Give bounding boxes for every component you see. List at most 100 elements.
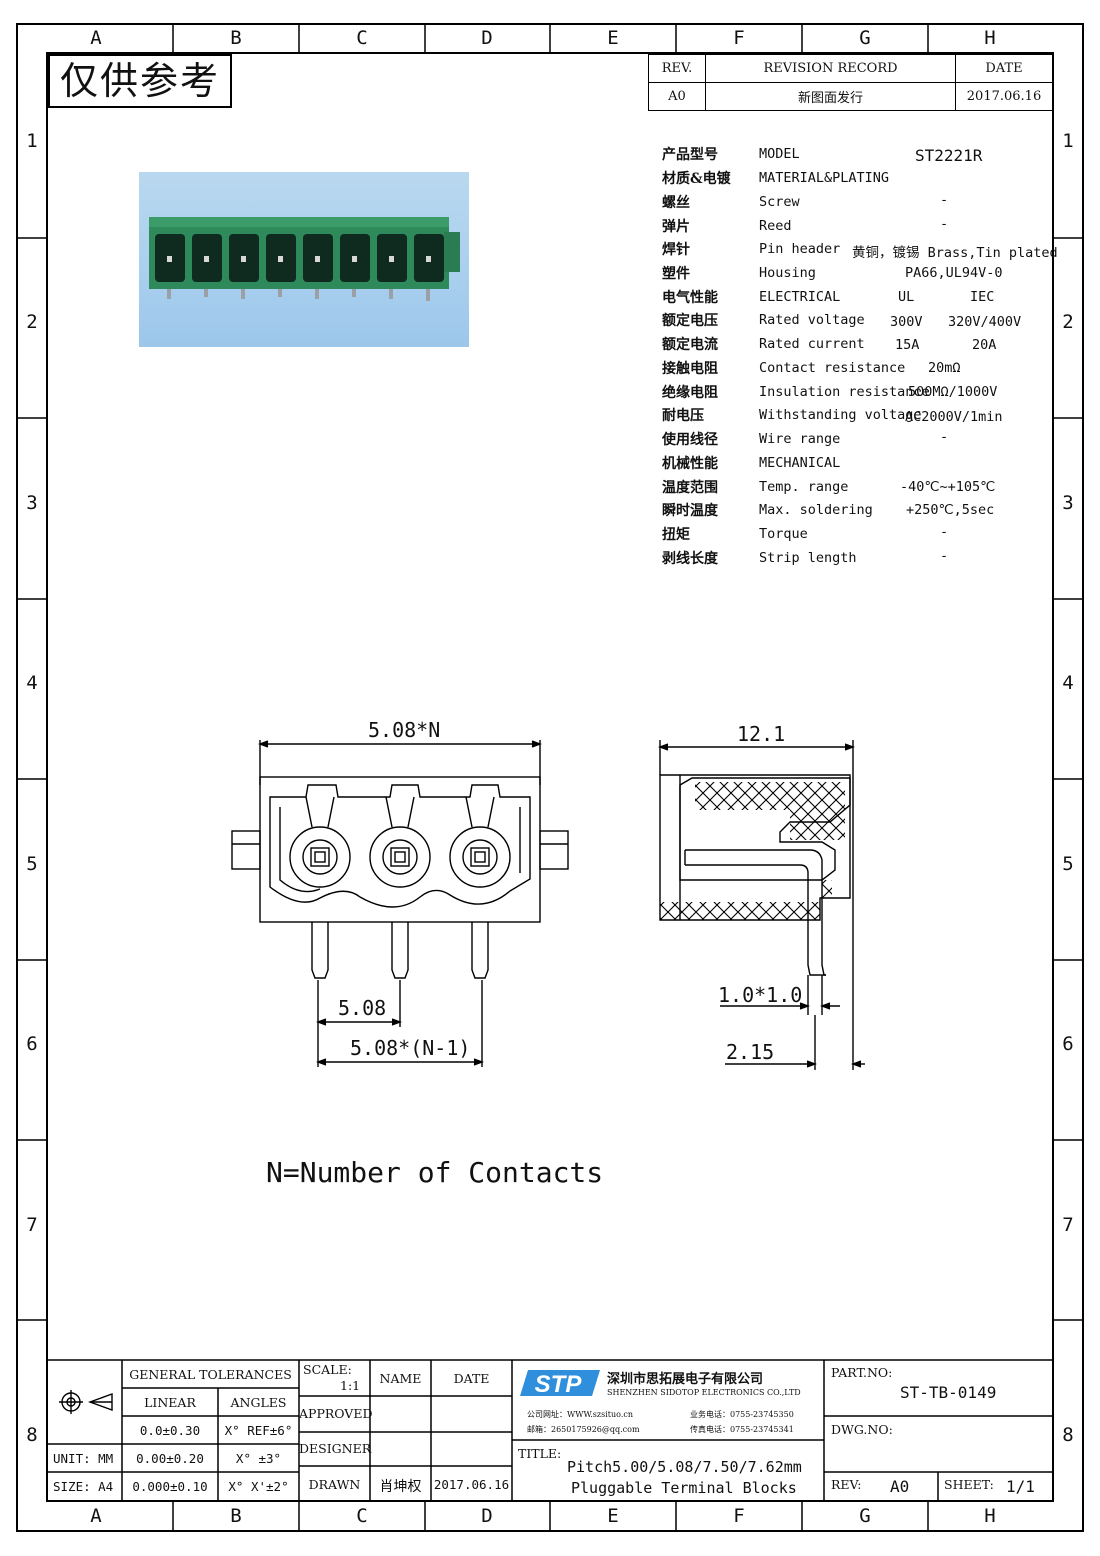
spec-label-en: Screw — [759, 194, 800, 210]
spec-label-cn: 电气性能 — [662, 290, 718, 306]
date-header: DATE — [453, 1371, 490, 1386]
spec-value-2: 20A — [972, 337, 997, 353]
spec-label-en: MECHANICAL — [759, 455, 841, 471]
spec-label-en: Rated current — [759, 336, 865, 352]
rev-value: A0 — [890, 1477, 910, 1496]
spec-label-en: Contact resistance — [759, 360, 906, 376]
spec-label-cn: 焊针 — [662, 242, 690, 258]
spec-value: ST2221R — [915, 146, 983, 165]
spec-label-cn: 弹片 — [662, 219, 690, 235]
revision-table: REV. REVISION RECORD DATE A0 新图面发行 2017.… — [648, 54, 1053, 111]
spec-label-cn: 额定电流 — [662, 337, 718, 353]
spec-label-cn: 剥线长度 — [662, 551, 718, 567]
zone-col-e-bottom: E — [607, 1505, 619, 1527]
size-label: SIZE: A4 — [53, 1479, 114, 1494]
company-phone: 业务电话：0755-23745350 — [690, 1410, 794, 1419]
spec-value: - — [940, 192, 949, 208]
spec-value: +250℃,5sec — [906, 502, 995, 518]
spec-label-en: Insulation resistance — [759, 384, 930, 400]
spec-value: 20mΩ — [928, 360, 961, 376]
tol-angle-3: X° X'±2° — [228, 1479, 289, 1494]
reference-only-stamp: 仅供参考 — [48, 54, 232, 108]
spec-label-cn: 瞬时温度 — [662, 503, 718, 519]
dim-pin-section: 1.0*1.0 — [718, 983, 803, 1007]
company-name-en: SHENZHEN SIDOTOP ELECTRONICS CO.,LTD — [607, 1388, 801, 1397]
zone-col-f: F — [733, 27, 745, 49]
zone-row-6-right: 6 — [1062, 1033, 1074, 1055]
contacts-note: N=Number of Contacts — [266, 1156, 604, 1189]
zone-col-c: C — [356, 27, 368, 49]
spec-value-2: 320V/400V — [948, 314, 1022, 330]
zone-row-8: 8 — [26, 1424, 38, 1446]
spec-label-en: Max. soldering — [759, 502, 873, 518]
angles-label: ANGLES — [230, 1395, 287, 1410]
drawn-date: 2017.06.16 — [433, 1477, 510, 1492]
sheet-label: SHEET: — [944, 1477, 994, 1492]
spec-label-en: MATERIAL&PLATING — [759, 170, 890, 186]
spec-value-2: IEC — [970, 289, 995, 305]
spec-value: 15A — [895, 337, 920, 353]
spec-label-cn: 扭矩 — [662, 527, 690, 543]
product-photo — [139, 172, 469, 347]
dwg-no-label: DWG.NO: — [831, 1422, 893, 1437]
spec-label-cn: 塑件 — [662, 266, 690, 282]
date-header: DATE — [955, 54, 1053, 83]
spec-label-cn: 温度范围 — [662, 480, 718, 496]
zone-row-3-right: 3 — [1062, 492, 1074, 514]
spec-value: AC2000V/1min — [905, 409, 1003, 425]
zone-row-4: 4 — [26, 672, 38, 694]
company-logo-text: STP — [535, 1371, 583, 1398]
zone-row-3: 3 — [26, 492, 38, 514]
zone-row-2-right: 2 — [1062, 311, 1074, 333]
tol-angle-1: X° REF±6° — [224, 1423, 293, 1438]
drawn-label: DRAWN — [308, 1477, 361, 1492]
dim-overall-width: 5.08*N — [368, 718, 441, 742]
spec-value: UL — [898, 289, 915, 305]
scale-value: 1:1 — [340, 1378, 361, 1393]
zone-col-a: A — [90, 27, 102, 49]
spec-value: - — [940, 524, 949, 540]
spec-value: PA66,UL94V-0 — [905, 265, 1003, 281]
zone-row-7: 7 — [26, 1214, 38, 1236]
linear-label: LINEAR — [144, 1395, 196, 1410]
zone-col-e: E — [607, 27, 619, 49]
approved-label: APPROVED — [299, 1406, 373, 1421]
spec-label-cn: 接触电阻 — [662, 361, 718, 377]
part-no-value: ST-TB-0149 — [900, 1383, 997, 1402]
spec-label-cn: 机械性能 — [662, 456, 718, 472]
spec-label-en: Housing — [759, 265, 816, 281]
title-line-2: Pluggable Terminal Blocks — [571, 1479, 797, 1497]
tol-linear-1: 0.0±0.30 — [139, 1423, 201, 1438]
zone-col-c-bottom: C — [356, 1505, 368, 1527]
spec-label-en: Rated voltage — [759, 312, 865, 328]
zone-row-2: 2 — [26, 311, 38, 333]
spec-value: - — [940, 216, 949, 232]
spec-label-en: Wire range — [759, 431, 841, 447]
tol-linear-3: 0.000±0.10 — [132, 1479, 208, 1494]
tol-angle-2: X° ±3° — [235, 1451, 282, 1466]
zone-row-7-right: 7 — [1062, 1214, 1074, 1236]
spec-label-en: Reed — [759, 218, 792, 234]
company-email: 邮箱：2650175926@qq.com — [527, 1425, 640, 1434]
rev-label: REV: — [831, 1477, 862, 1492]
zone-col-g: G — [859, 27, 871, 49]
spec-label-en: MODEL — [759, 146, 800, 162]
spec-label-cn: 绝缘电阻 — [662, 385, 718, 401]
spec-label-en: Torque — [759, 526, 808, 542]
zone-col-b: B — [230, 27, 242, 49]
zone-col-b-bottom: B — [230, 1505, 242, 1527]
part-no-label: PART.NO: — [831, 1365, 893, 1380]
company-fax: 传真电话：0755-23745341 — [690, 1425, 794, 1434]
dim-pitch-total: 5.08*(N-1) — [350, 1036, 471, 1060]
designer-label: DESIGNER — [299, 1441, 372, 1456]
terminal-block-illustration — [149, 217, 460, 301]
zone-row-8-right: 8 — [1062, 1424, 1074, 1446]
title-label: TITLE: — [518, 1446, 562, 1461]
zone-col-a-bottom: A — [90, 1505, 102, 1527]
spec-value: - — [940, 429, 949, 445]
name-header: NAME — [379, 1371, 422, 1386]
title-line-1: Pitch5.00/5.08/7.50/7.62mm — [567, 1458, 802, 1476]
drawn-name: 肖坤权 — [379, 1479, 422, 1495]
